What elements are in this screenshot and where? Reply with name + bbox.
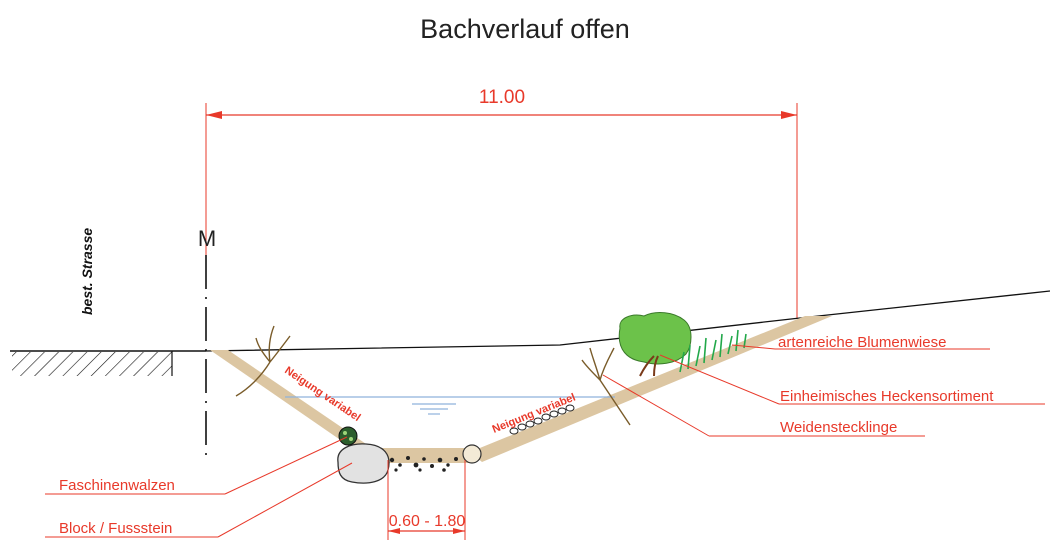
bed-width-dimension: 0.60 - 1.80 [387,460,466,540]
label-hecken: Einheimisches Heckensortiment [780,388,994,405]
leader-lines [45,344,1045,538]
label-weiden: Weidenstecklinge [780,419,897,436]
arrow-right-icon [781,111,797,119]
diagram-title: Bachverlauf offen [420,14,630,44]
width-dimension: 11.00 [205,87,798,318]
road-label: best. Strasse [79,228,95,315]
bed-stones [389,456,458,472]
arrow-right-icon [453,528,465,534]
willow-cutting-left-icon [235,325,291,397]
width-dimension-label: 11.00 [479,87,525,108]
arrow-left-icon [388,528,400,534]
label-block: Block / Fussstein [59,520,172,537]
road-surface [10,350,206,376]
label-blumenwiese: artenreiche Blumenwiese [778,334,946,351]
boulder-icon [337,443,390,484]
arrow-left-icon [206,111,222,119]
left-bank [210,350,372,448]
fascine-roll-icon [338,426,358,446]
water-level [285,396,615,415]
label-faschinen: Faschinenwalzen [59,477,175,494]
bed-width-label: 0.60 - 1.80 [389,513,466,530]
stream-bed [372,448,472,463]
slope-stones [509,404,575,435]
willow-cutting-right-icon [581,347,631,426]
log-roll-icon [462,444,482,464]
shrub-icon [618,312,692,377]
axis-label: M [198,226,216,251]
right-bank [470,316,832,462]
